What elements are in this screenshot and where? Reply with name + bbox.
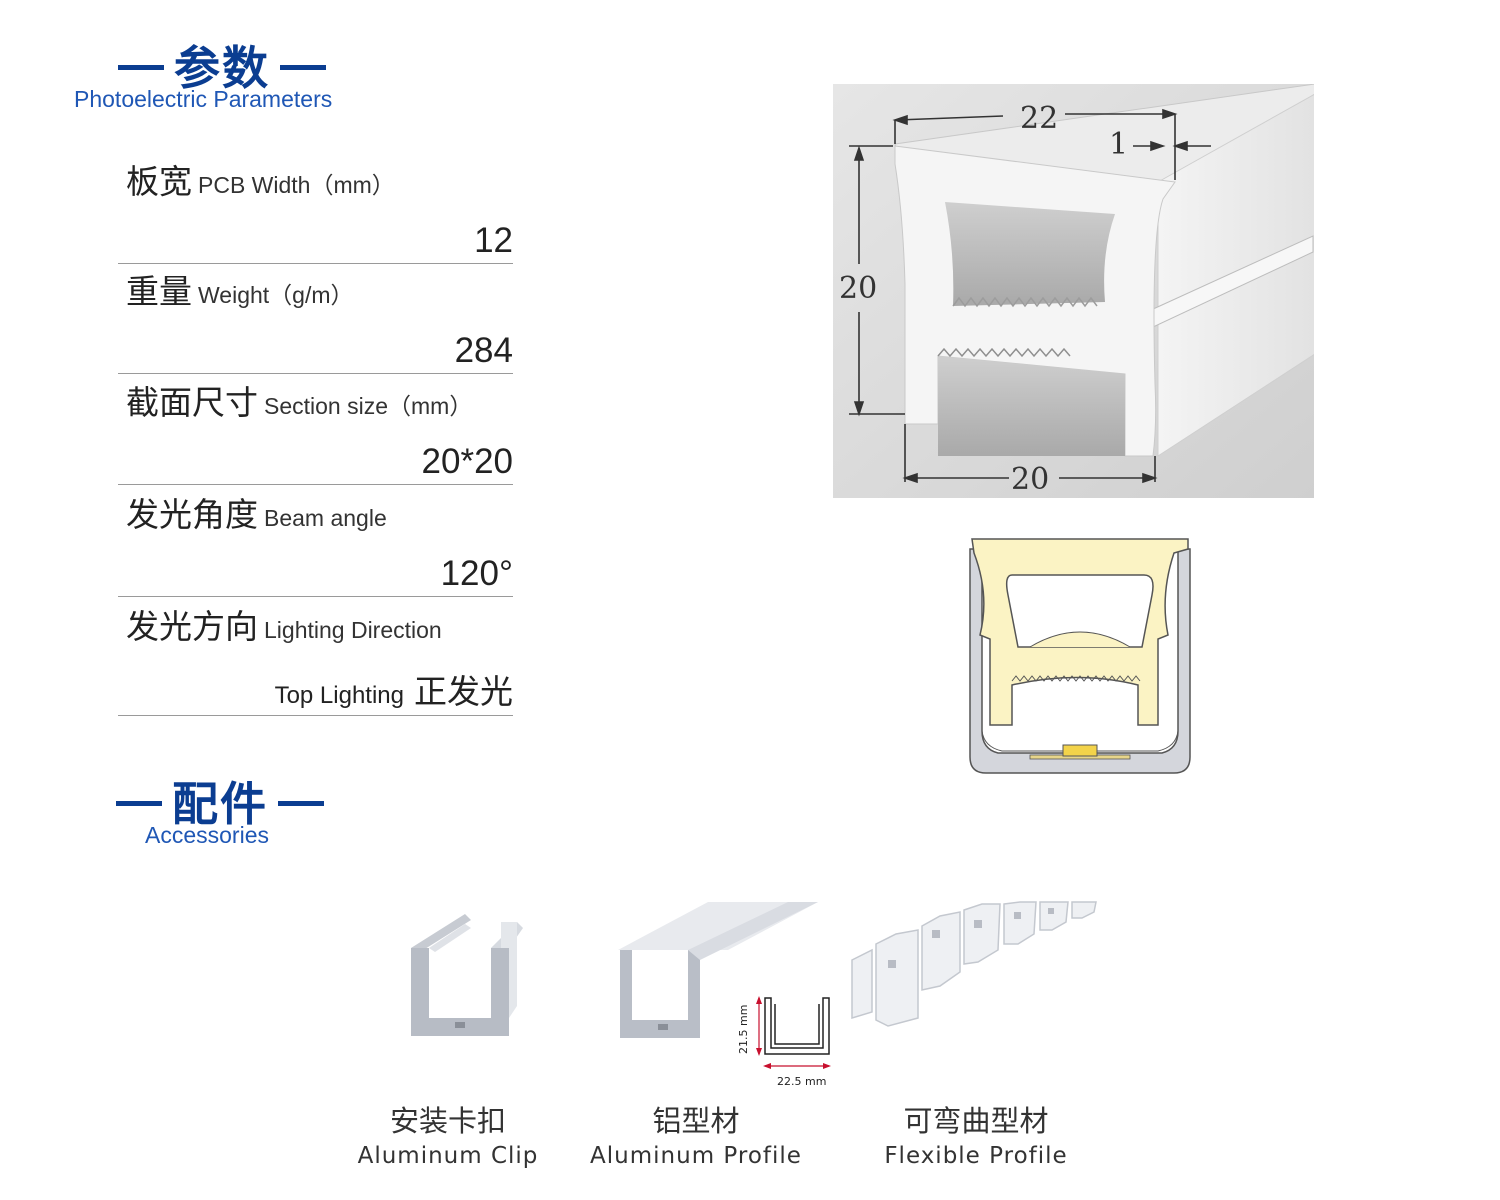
param-label-cn: 发光方向: [126, 607, 258, 646]
param-label-cn: 板宽: [126, 162, 192, 201]
params-heading-cn: 参数: [174, 41, 270, 95]
dim-wall-label: 1: [1109, 127, 1128, 162]
heading-dash-left: [118, 65, 164, 70]
flex-hole: [932, 930, 940, 938]
accessories-heading-cn: 配件: [172, 777, 268, 831]
neon-diffuser-teeth-upper: [1029, 631, 1131, 648]
flex-segment: [875, 929, 919, 1027]
accessory-name-cn: 铝型材: [652, 1104, 740, 1138]
params-heading: 参数: [108, 32, 336, 98]
clip-left-wall: [411, 914, 471, 1036]
profile-height-arrow-bottom: [756, 1048, 762, 1056]
accessory-name-en: Flexible Profile: [884, 1143, 1068, 1169]
flex-segment: [1039, 901, 1069, 931]
clip-back-right: [501, 922, 517, 1018]
flex-hole: [974, 920, 982, 928]
flex-segment: [921, 911, 961, 991]
flex-segment: [851, 948, 873, 1020]
param-value: 12: [474, 221, 513, 260]
accessory-name-en: Aluminum Clip: [357, 1143, 539, 1169]
profile-dimension-drawing: 21.5 mm 22.5 mm: [737, 996, 831, 1088]
profile-outline: [764, 997, 830, 1055]
flex-segment: [1071, 901, 1097, 919]
param-label-en: Weight（g/m）: [198, 282, 354, 308]
clip-back-wall: [429, 924, 471, 952]
profile-right-long: [688, 902, 818, 960]
param-label-cn: 重量: [126, 272, 192, 311]
param-label-en: PCB Width（mm）: [198, 172, 395, 198]
cross-section-drawing: [969, 538, 1191, 774]
param-value: 120°: [440, 554, 513, 593]
flex-hole: [1014, 912, 1021, 919]
flex-segment: [1003, 901, 1037, 945]
aluminum-clip-image: [411, 914, 523, 1036]
flex-hole: [1048, 908, 1054, 914]
profile-left-wall: [620, 950, 700, 1038]
profile-height-label: 21.5 mm: [737, 1005, 750, 1054]
accessory-name-cn: 可弯曲型材: [903, 1104, 1049, 1138]
dim-height-label: 20: [839, 271, 877, 306]
profile-height-arrow-top: [756, 996, 762, 1004]
param-label-cn: 发光角度: [126, 495, 258, 534]
heading-dash-right: [280, 65, 326, 70]
led-chip: [1062, 744, 1098, 757]
profile-hole: [658, 1024, 668, 1030]
flex-segment: [963, 903, 1001, 965]
accessories-heading-en: Accessories: [145, 822, 269, 848]
heading-dash-right: [278, 801, 324, 806]
accessory-name-en: Aluminum Profile: [590, 1143, 802, 1169]
param-label-en: Section size（mm）: [264, 393, 473, 419]
dim-top-label: 22: [1020, 101, 1058, 136]
param-value-en: Top Lighting: [274, 682, 404, 709]
heading-dash-left: [116, 801, 162, 806]
neon-diffuser-teeth-lower: [1011, 675, 1141, 682]
inner-teeth-lower: [937, 347, 1071, 358]
accessory-name-cn: 安装卡扣: [389, 1104, 506, 1138]
param-value: 20*20: [421, 442, 513, 481]
profile-3d-drawing: 22 1 20 20: [833, 84, 1314, 498]
dimension-lines: [849, 108, 1211, 484]
clip-left-front: [411, 948, 509, 1036]
profile-width-arrow-left: [763, 1063, 771, 1069]
inner-window: [945, 202, 1115, 306]
flexible-profile-image: [851, 901, 1097, 1027]
lower-cavity: [938, 356, 1125, 456]
param-label-cn: 截面尺寸: [126, 383, 258, 422]
profile-width-label: 22.5 mm: [777, 1075, 826, 1088]
inner-teeth-upper: [952, 296, 1098, 308]
param-label-en: Beam angle: [264, 505, 387, 531]
param-value: 284: [454, 331, 513, 370]
param-value: Top Lighting 正发光: [275, 665, 513, 713]
dim-bottom-label: 20: [1011, 462, 1049, 497]
flex-hole: [888, 960, 896, 968]
params-heading-en: Photoelectric Parameters: [74, 86, 333, 112]
aluminum-profile-image: [618, 902, 818, 1038]
clip-hole: [455, 1022, 465, 1028]
profile-width-arrow-right: [823, 1063, 831, 1069]
accessories-heading: 配件: [106, 768, 334, 834]
param-value-cn: 正发光: [414, 672, 513, 711]
param-label-en: Lighting Direction: [264, 617, 442, 643]
neon-inner-window: [1005, 574, 1154, 648]
